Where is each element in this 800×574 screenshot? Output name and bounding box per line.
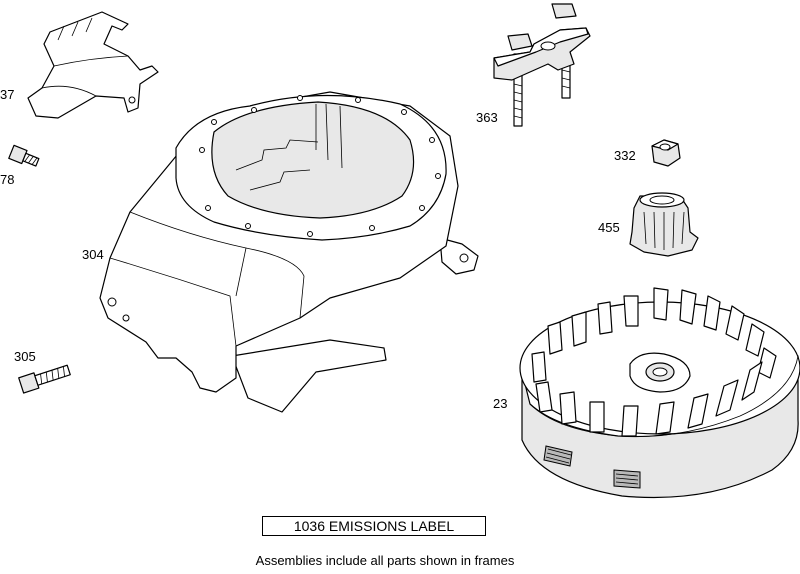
- screw-part-78: [8, 144, 40, 167]
- bracket-part-363: [493, 3, 591, 127]
- air-guide-part-37: [27, 11, 159, 119]
- callout-305: 305: [14, 349, 36, 364]
- callout-23: 23: [493, 396, 507, 411]
- callout-78: 78: [0, 172, 14, 187]
- emissions-label-frame: 1036 EMISSIONS LABEL: [262, 516, 486, 536]
- callout-332: 332: [614, 148, 636, 163]
- nut-part-332: [651, 139, 681, 167]
- callout-363: 363: [476, 110, 498, 125]
- starter-cup-part-455: [629, 192, 699, 257]
- flywheel-part-23: [519, 287, 800, 499]
- bolt-part-305: [18, 364, 71, 394]
- flywheel-fins: [531, 287, 777, 437]
- footer-note: Assemblies include all parts shown in fr…: [255, 553, 515, 568]
- callout-37: 37: [0, 87, 14, 102]
- blower-housing-part-304: [99, 91, 479, 413]
- callout-455: 455: [598, 220, 620, 235]
- callout-304: 304: [82, 247, 104, 262]
